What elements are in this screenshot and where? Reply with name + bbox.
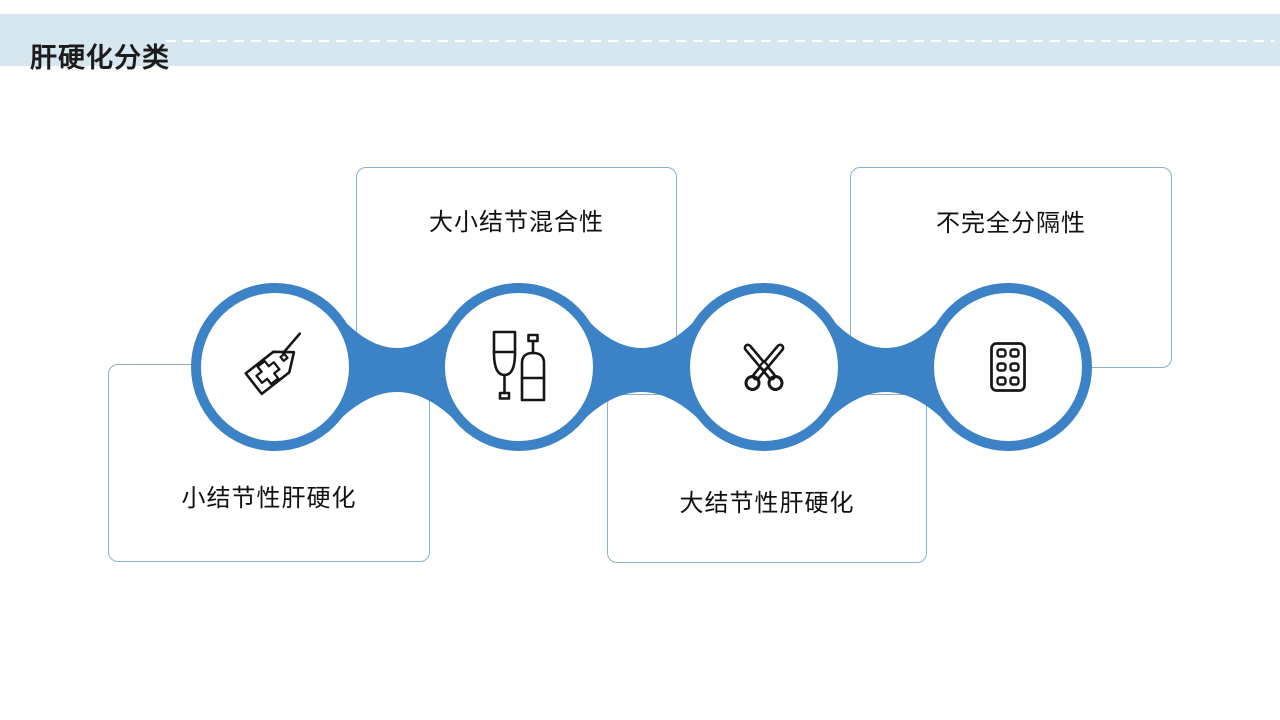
page-title: 肝硬化分类 [30,43,170,74]
node-circle-2[interactable] [435,283,603,451]
title-dashed-divider [166,40,1274,42]
card-mixed-nodular[interactable]: 大小结节混合性 [356,167,677,367]
label-incomplete-septal: 不完全分隔性 [936,210,1086,237]
card-micronodular[interactable]: 小结节性肝硬化 [108,364,430,562]
connector-1 [329,303,465,431]
label-mixed-nodular: 大小结节混合性 [429,209,604,236]
node-circle-4[interactable] [924,283,1092,451]
pill-blister-icon [990,342,1026,392]
connector-3 [818,303,954,431]
glass-and-bottle-icon [492,330,546,402]
header-band: 肝硬化分类 [0,14,1280,73]
scissors-icon [743,343,785,391]
label-macronodular: 大结节性肝硬化 [679,490,855,517]
label-micronodular: 小结节性肝硬化 [181,485,357,512]
connector-2 [573,303,710,431]
medical-tag-icon [244,332,302,396]
